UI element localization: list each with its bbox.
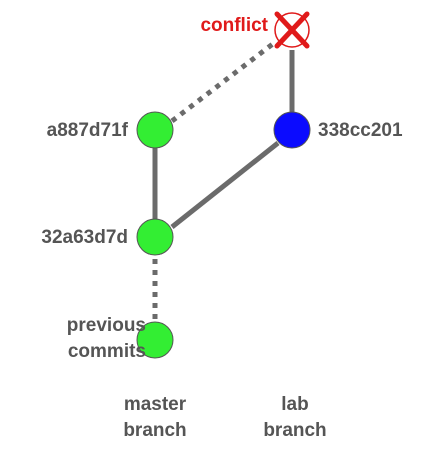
previous-label-line2: commits (67, 341, 146, 362)
commit-label-338cc201: 338cc201 (318, 120, 403, 141)
edge-a887-to-conflict (170, 41, 276, 123)
branch-label-lab: lab branch (235, 392, 355, 444)
commit-label-32a63d7d: 32a63d7d (41, 227, 128, 248)
conflict-icon (274, 11, 310, 49)
edge-base-to-338 (170, 141, 280, 229)
commit-node-32a63d7d (136, 218, 174, 256)
lab-branch-line1: lab (281, 394, 309, 415)
commit-label-previous: previous commits (0, 313, 146, 365)
master-branch-line2: branch (123, 420, 187, 441)
master-branch-line1: master (123, 394, 187, 415)
commit-label-a887d71f: a887d71f (46, 120, 128, 141)
commit-node-338cc201 (273, 111, 311, 149)
commit-node-previous (136, 321, 174, 359)
lab-branch-line2: branch (263, 420, 327, 441)
branch-label-master: master branch (95, 392, 215, 444)
conflict-label: conflict (200, 15, 268, 36)
previous-label-line1: previous (66, 315, 146, 336)
commit-node-a887d71f (136, 111, 174, 149)
